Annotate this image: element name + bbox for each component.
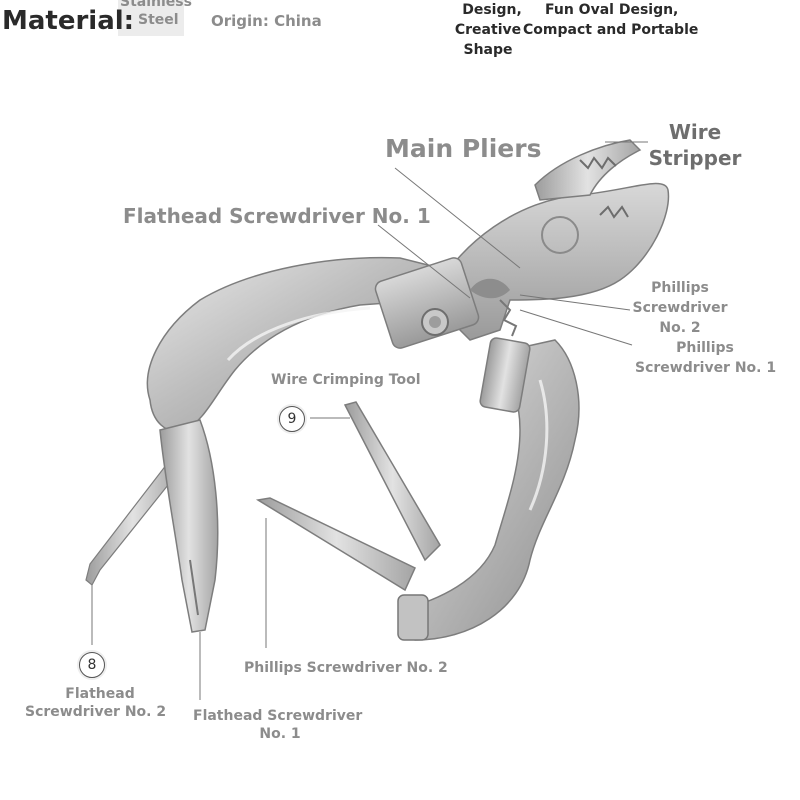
phillips-screwdriver-2-blade xyxy=(255,497,416,592)
material-label: Material: xyxy=(2,6,135,36)
upper-jaw xyxy=(534,139,642,201)
callout-phillips-1-line2: Screwdriver No. 1 xyxy=(635,360,777,376)
badge-8: 8 xyxy=(79,652,105,678)
callout-flathead-2-line1: Flathead xyxy=(65,686,135,702)
leader-lines xyxy=(91,141,648,700)
wire-crimping-blade xyxy=(343,401,441,562)
callout-flathead-2-line2: Screwdriver No. 2 xyxy=(25,704,167,720)
feature2-line2: Compact and Portable xyxy=(523,22,699,38)
callout-phillips-2-line3: No. 2 xyxy=(659,320,701,336)
callout-phillips-2-line2: Screwdriver xyxy=(632,300,728,316)
material-value-line2: Steel xyxy=(138,12,179,28)
callout-wire-stripper-line2: Stripper xyxy=(648,146,742,170)
origin-label: Origin: China xyxy=(211,12,322,30)
pliers-head xyxy=(429,182,670,341)
callout-wire-crimping: Wire Crimping Tool xyxy=(271,372,421,388)
callout-wire-stripper-line1: Wire xyxy=(668,120,722,144)
callout-phillips-2-bottom: Phillips Screwdriver No. 2 xyxy=(244,660,448,676)
callout-phillips-2-line1: Phillips xyxy=(651,280,709,296)
material-tag-bg xyxy=(118,0,184,36)
callout-flathead-1-bottom-line1: Flathead Screwdriver xyxy=(193,708,363,724)
material-value-line1: Stainless xyxy=(120,0,192,10)
callout-main-pliers: Main Pliers xyxy=(385,134,542,163)
feature1-line2: Creative xyxy=(454,22,522,38)
callout-phillips-1-line1: Phillips xyxy=(676,340,734,356)
flathead-screwdriver-1-blade xyxy=(159,419,219,633)
feature2-line1: Fun Oval Design, xyxy=(545,2,679,18)
feature1-line3: Shape xyxy=(463,42,513,58)
callout-flathead-1-bottom-line2: No. 1 xyxy=(259,726,301,742)
feature1-line1: Design, xyxy=(462,2,522,18)
callout-flathead-1-top: Flathead Screwdriver No. 1 xyxy=(123,204,431,228)
badge-9: 9 xyxy=(279,406,305,432)
